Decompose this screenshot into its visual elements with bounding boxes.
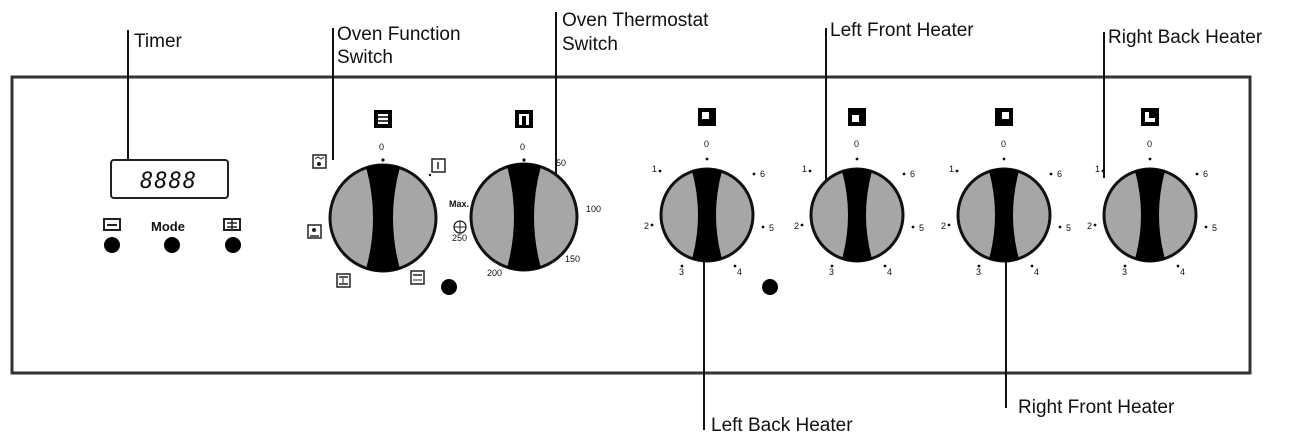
thermostat-250-label: 250 [452,233,467,243]
oven-thermostat-knob[interactable] [469,162,579,272]
heater-left-back-scale-4: 4 [737,267,742,277]
heater-left-front-scale-6: 6 [910,169,915,179]
heater-right-back-knob[interactable] [1102,167,1198,263]
heater-right-front-scale-6: 6 [1057,169,1062,179]
heater-right-front-scale-3: 3 [976,267,981,277]
oven-indicator-light [441,279,457,295]
heater-right-back-scale-0: 0 [1147,139,1152,149]
oven-function-knob[interactable] [328,163,438,273]
heater-left-back-knob[interactable] [659,167,755,263]
function-zero-label: 0 [379,142,384,152]
heater-right-front-knob[interactable] [956,167,1052,263]
heater-left-front-scale-5: 5 [919,223,924,233]
heater-left-back-scale-6: 6 [760,169,765,179]
lamp-mode-icon [428,158,446,177]
timer-minus-button[interactable] [104,237,120,253]
heater-left-front-scale-2: 2 [794,221,799,231]
hob-right-front-icon [995,108,1013,126]
thermostat-zero-label: 0 [520,142,525,152]
heater-left-back-scale-2: 2 [644,221,649,231]
timer-mode-label: Mode [151,219,185,234]
top-bottom-heat-mode-icon [336,273,351,288]
thermostat-50-label: 50 [556,158,566,168]
heater-left-back-scale-5: 5 [769,223,774,233]
heater-left-front-scale-1: 1 [802,164,807,174]
grill-mode-icon [410,270,425,285]
heater-left-front-knob[interactable] [809,167,905,263]
heater-right-back-scale-3: 3 [1122,267,1127,277]
oven-function-callout-line2: Switch [337,47,393,68]
heater-left-front-scale-0: 0 [854,139,859,149]
hob-right-back-icon [1141,108,1159,126]
control-panel-frame [10,75,1252,375]
heater-right-back-scale-1: 1 [1095,164,1100,174]
heater-right-front-scale-2: 2 [941,221,946,231]
heater-left-back-scale-1: 1 [652,164,657,174]
heater-right-front-scale-1: 1 [949,164,954,174]
thermostat-100-label: 100 [586,204,601,214]
timer-callout: Timer [134,31,183,52]
oven-function-callout-line1: Oven Function [337,24,461,45]
heater-right-back: 0 1 2 3 4 5 6 [1087,108,1217,277]
left-front-heater-callout: Left Front Heater [830,20,974,41]
timer-plus-button[interactable] [225,237,241,253]
heater-right-front-scale-5: 5 [1066,223,1071,233]
oven-thermostat-callout-line1: Oven Thermostat [562,10,709,31]
fan-grill-mode-icon [312,154,327,169]
defrost-icon [453,220,467,234]
fan-bottom-heat-mode-icon [307,224,322,239]
heater-left-front-scale-3: 3 [829,267,834,277]
heater-left-front-scale-4: 4 [887,267,892,277]
heater-right-front: 0 1 2 3 4 5 6 [941,108,1071,277]
heater-right-front-scale-4: 4 [1034,267,1039,277]
hob-left-front-icon [848,108,866,126]
plus-icon [223,218,241,231]
oven-function-switch: 0 [307,110,457,295]
thermostat-150-label: 150 [565,254,580,264]
heater-right-back-scale-2: 2 [1087,221,1092,231]
heater-right-back-scale-4: 4 [1180,267,1185,277]
right-front-heater-callout: Right Front Heater [1018,397,1175,418]
heater-right-front-scale-0: 0 [1001,139,1006,149]
heater-left-back: 0 1 2 3 4 5 6 [644,108,774,277]
timer-mode-button[interactable] [164,237,180,253]
right-back-heater-callout: Right Back Heater [1108,27,1263,48]
oven-thermostat-symbol-icon [515,110,533,128]
callout-lines [127,12,1105,430]
heater-left-back-scale-0: 0 [704,139,709,149]
hob-indicator-light [762,279,778,295]
oven-function-symbol-icon [374,110,392,128]
heater-left-back-scale-3: 3 [679,267,684,277]
minus-icon [103,218,121,231]
timer-module: 8888 Mode [103,159,241,253]
oven-thermostat-callout-line2: Switch [562,34,618,55]
hob-left-back-icon [698,108,716,126]
hob-heater-knobs: 0 1 2 3 4 5 6 0 1 2 3 4 5 6 0 1 2 3 4 5 6 0 1 2 3 4 5 6 [644,108,1217,277]
timer-display-digits: 8888 [140,169,197,194]
thermostat-max-label: Max. [449,199,469,209]
oven-thermostat-switch: 0 50 100 150 200 250 Max. [449,110,601,278]
left-back-heater-callout: Left Back Heater [711,415,853,436]
heater-right-back-scale-6: 6 [1203,169,1208,179]
thermostat-200-label: 200 [487,268,502,278]
timer-display [110,159,229,199]
heater-left-front: 0 1 2 3 4 5 6 [794,108,924,277]
heater-right-back-scale-5: 5 [1212,223,1217,233]
